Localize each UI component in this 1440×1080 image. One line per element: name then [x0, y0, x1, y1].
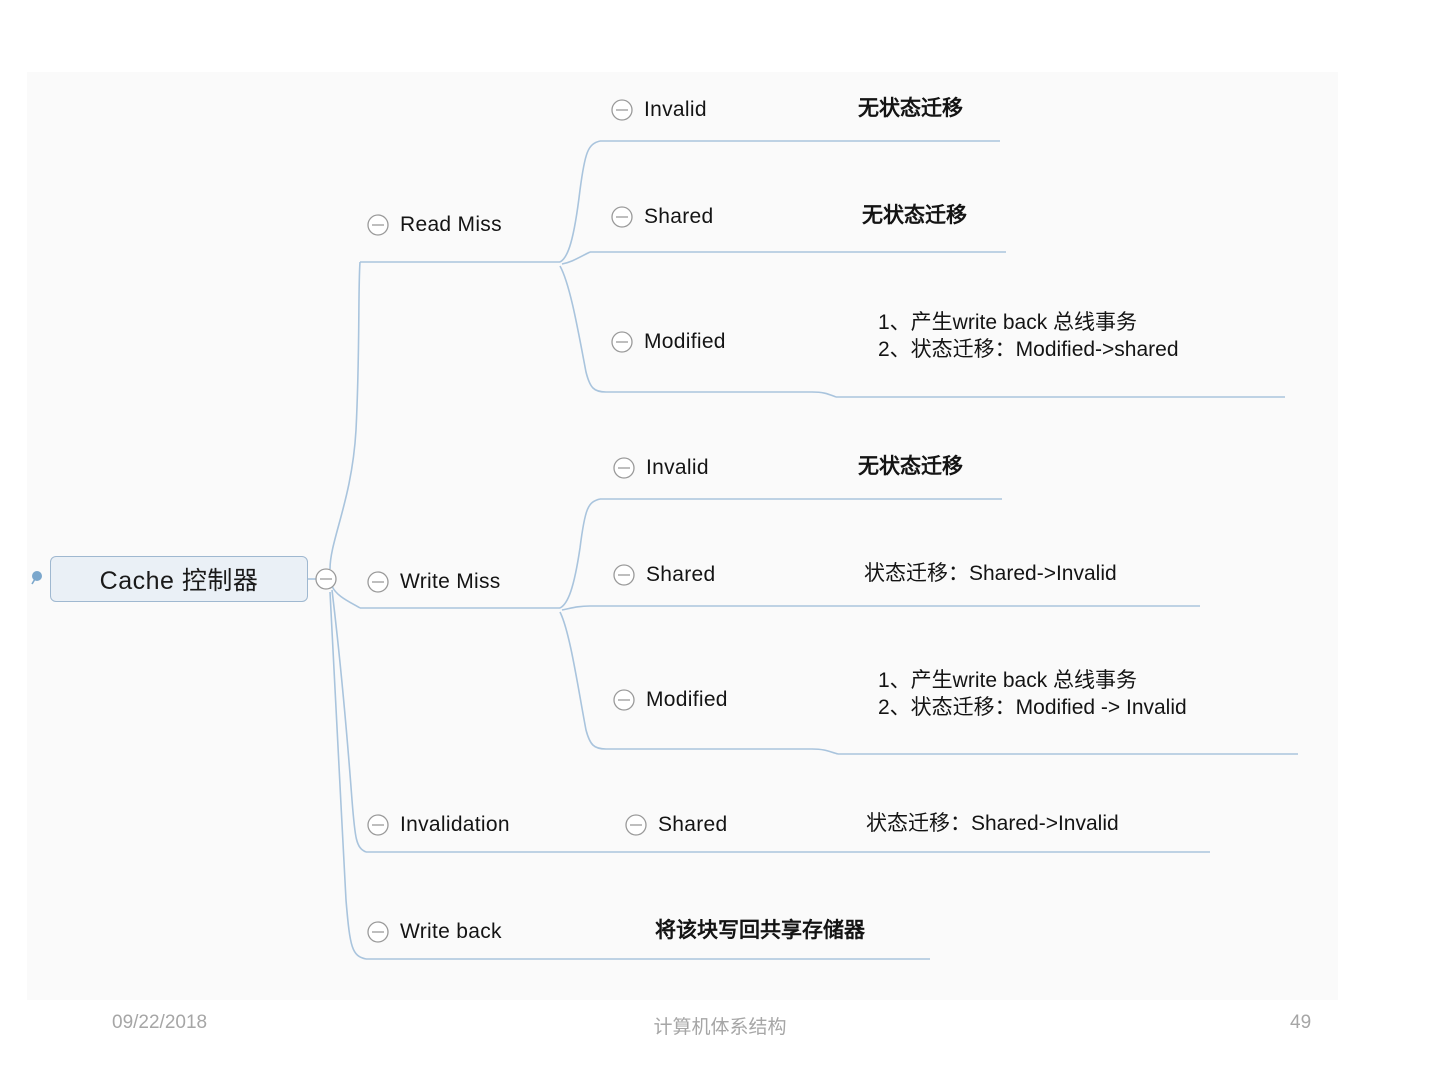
note-write-miss-invalid: 无状态迁移	[858, 455, 963, 478]
node-label: Write Miss	[400, 570, 501, 593]
node-label: Invalid	[644, 98, 707, 121]
node-invalidation-shared[interactable]: Shared	[624, 813, 728, 837]
node-label: Write back	[400, 920, 502, 943]
note-read-miss-invalid: 无状态迁移	[858, 97, 963, 120]
collapse-minus-icon[interactable]	[610, 205, 634, 229]
collapse-minus-icon[interactable]	[612, 563, 636, 587]
collapse-minus-icon[interactable]	[624, 813, 648, 837]
note-invalidation-shared: 状态迁移：Shared->Invalid	[866, 812, 1119, 835]
mindmap-canvas	[27, 72, 1338, 1000]
collapse-minus-icon[interactable]	[610, 98, 634, 122]
node-label: Shared	[644, 205, 714, 228]
collapse-minus-icon[interactable]	[612, 456, 636, 480]
footer-title: 计算机体系结构	[653, 1017, 787, 1038]
footer-page-number: 49	[1290, 1012, 1312, 1033]
node-write-miss-shared[interactable]: Shared	[612, 563, 716, 587]
node-label: Invalidation	[400, 813, 510, 836]
note-read-miss-modified: 1、产生write back 总线事务 2、状态迁移：Modified->sha…	[878, 311, 1179, 361]
root-node-cache-controller[interactable]: Cache 控制器	[50, 556, 308, 602]
node-write-miss-modified[interactable]: Modified	[612, 688, 728, 712]
node-read-miss-shared[interactable]: Shared	[610, 205, 714, 229]
collapse-minus-icon[interactable]	[366, 213, 390, 237]
note-write-miss-modified: 1、产生write back 总线事务 2、状态迁移：Modified -> I…	[878, 669, 1187, 719]
node-write-miss[interactable]: Write Miss	[366, 570, 501, 594]
note-write-back: 将该块写回共享存储器	[655, 919, 865, 942]
collapse-minus-icon[interactable]	[366, 813, 390, 837]
collapse-minus-icon[interactable]	[366, 920, 390, 944]
footer-date: 09/22/2018	[112, 1012, 208, 1033]
root-pin-icon	[31, 571, 42, 585]
node-label: Modified	[646, 688, 728, 711]
note-write-miss-shared: 状态迁移：Shared->Invalid	[864, 562, 1117, 585]
node-label: Invalid	[646, 456, 709, 479]
node-label: Modified	[644, 330, 726, 353]
node-read-miss-invalid[interactable]: Invalid	[610, 98, 707, 122]
node-invalidation[interactable]: Invalidation	[366, 813, 510, 837]
node-label: Read Miss	[400, 213, 502, 236]
node-write-miss-invalid[interactable]: Invalid	[612, 456, 709, 480]
node-write-back[interactable]: Write back	[366, 920, 502, 944]
note-read-miss-shared: 无状态迁移	[862, 204, 967, 227]
collapse-minus-icon[interactable]	[366, 570, 390, 594]
node-read-miss[interactable]: Read Miss	[366, 213, 502, 237]
slide-footer: 09/22/2018 计算机体系结构 49	[0, 1012, 1440, 1056]
collapse-minus-icon[interactable]	[610, 330, 634, 354]
node-label: Shared	[646, 563, 716, 586]
node-label: Shared	[658, 813, 728, 836]
collapse-minus-icon-root[interactable]	[314, 567, 338, 591]
collapse-minus-icon[interactable]	[612, 688, 636, 712]
node-read-miss-modified[interactable]: Modified	[610, 330, 726, 354]
root-node-label: Cache 控制器	[99, 567, 259, 595]
